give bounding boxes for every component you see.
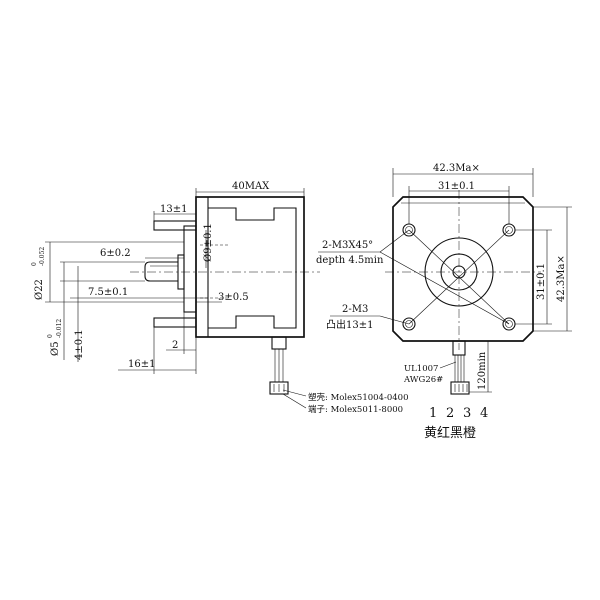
side-view: 40MAX 13±1 6±0.2 7.5±0.1 Ø9±0.1 3±0.5 Ø2… — [31, 181, 408, 415]
dim-16-text: 16±1 — [128, 359, 155, 370]
leader-hole-note — [379, 229, 410, 253]
front-view: 42.3Ma× 31±0.1 31±0.1 42.3Ma× 2-M3X45° d… — [316, 163, 572, 441]
dim-4-text: 4±0.1 — [74, 329, 85, 360]
dim-22-tol-low: -0.052 — [39, 247, 46, 266]
mount-hole-bl-in — [405, 320, 413, 328]
dim-9-text: Ø9±0.1 — [203, 223, 214, 262]
mount-hole-tr-in — [505, 226, 513, 234]
front-connector-base — [452, 340, 466, 356]
side-connector-base — [271, 336, 287, 350]
mount-hole-tl-in — [405, 226, 413, 234]
mount-hole-br-in — [505, 320, 513, 328]
dim-22-text: Ø22 — [34, 279, 45, 300]
internal-step-bottom — [208, 262, 297, 329]
leader-hole-note-2 — [379, 251, 510, 325]
internal-step-top — [208, 207, 297, 262]
wire-note-2: AWG26# — [403, 375, 443, 385]
leader-wire-note — [439, 361, 457, 369]
mounting-flange — [183, 225, 197, 313]
diagonal-2 — [408, 229, 510, 325]
dim-42h-text: 42.3Ma× — [556, 255, 567, 302]
mounting-screw-bottom — [153, 317, 197, 328]
dim-5-tol-low: -0.012 — [56, 319, 63, 338]
wire-note-1: UL1007 — [404, 364, 438, 374]
dim-5-text: Ø5 — [50, 341, 61, 356]
mounting-screw-top — [153, 220, 197, 231]
dim-40max-text: 40MAX — [232, 181, 270, 192]
pin-number-4: 4 — [480, 406, 488, 421]
dim-7-5-text: 7.5±0.1 — [88, 287, 128, 298]
pin-number-1: 1 — [429, 406, 437, 421]
leader-housing — [282, 389, 307, 397]
hole-note-1: 2-M3X45° — [322, 240, 373, 251]
motor-shaft — [144, 261, 178, 282]
pin-number-3: 3 — [463, 406, 471, 421]
mount-hole-bl — [402, 317, 416, 331]
m3-note-2: 凸出13±1 — [326, 318, 373, 331]
terminal-label: 端子: Molex5011-8000 — [308, 404, 403, 415]
dim-31v-text: 31±0.1 — [536, 263, 547, 300]
m3-note-1: 2-M3 — [342, 304, 368, 315]
dim-5-tol-up: 0 — [47, 334, 54, 338]
front-body-outline — [392, 196, 534, 342]
pin-number-2: 2 — [446, 406, 454, 421]
dim-42w-text: 42.3Ma× — [433, 163, 480, 174]
housing-label: 塑壳: Molex51004-0400 — [308, 392, 408, 403]
leader-terminal — [282, 393, 307, 409]
front-connector-plug — [450, 381, 470, 395]
hole-note-2: depth 4.5min — [316, 255, 384, 266]
leader-m3-note — [379, 315, 410, 325]
side-connector-plug — [269, 381, 289, 395]
dim-13-text: 13±1 — [160, 204, 187, 215]
dim-6-text: 6±0.2 — [100, 248, 131, 259]
wire-colors: 黄红黑橙 — [424, 425, 476, 441]
pilot-boss — [177, 254, 185, 290]
dim-120-text: 120min — [477, 351, 488, 390]
dim-2-text: 2 — [172, 340, 178, 351]
dim-3-text: 3±0.5 — [218, 292, 249, 303]
dim-31h-text: 31±0.1 — [438, 181, 475, 192]
dim-22-tol-up: 0 — [31, 262, 38, 266]
